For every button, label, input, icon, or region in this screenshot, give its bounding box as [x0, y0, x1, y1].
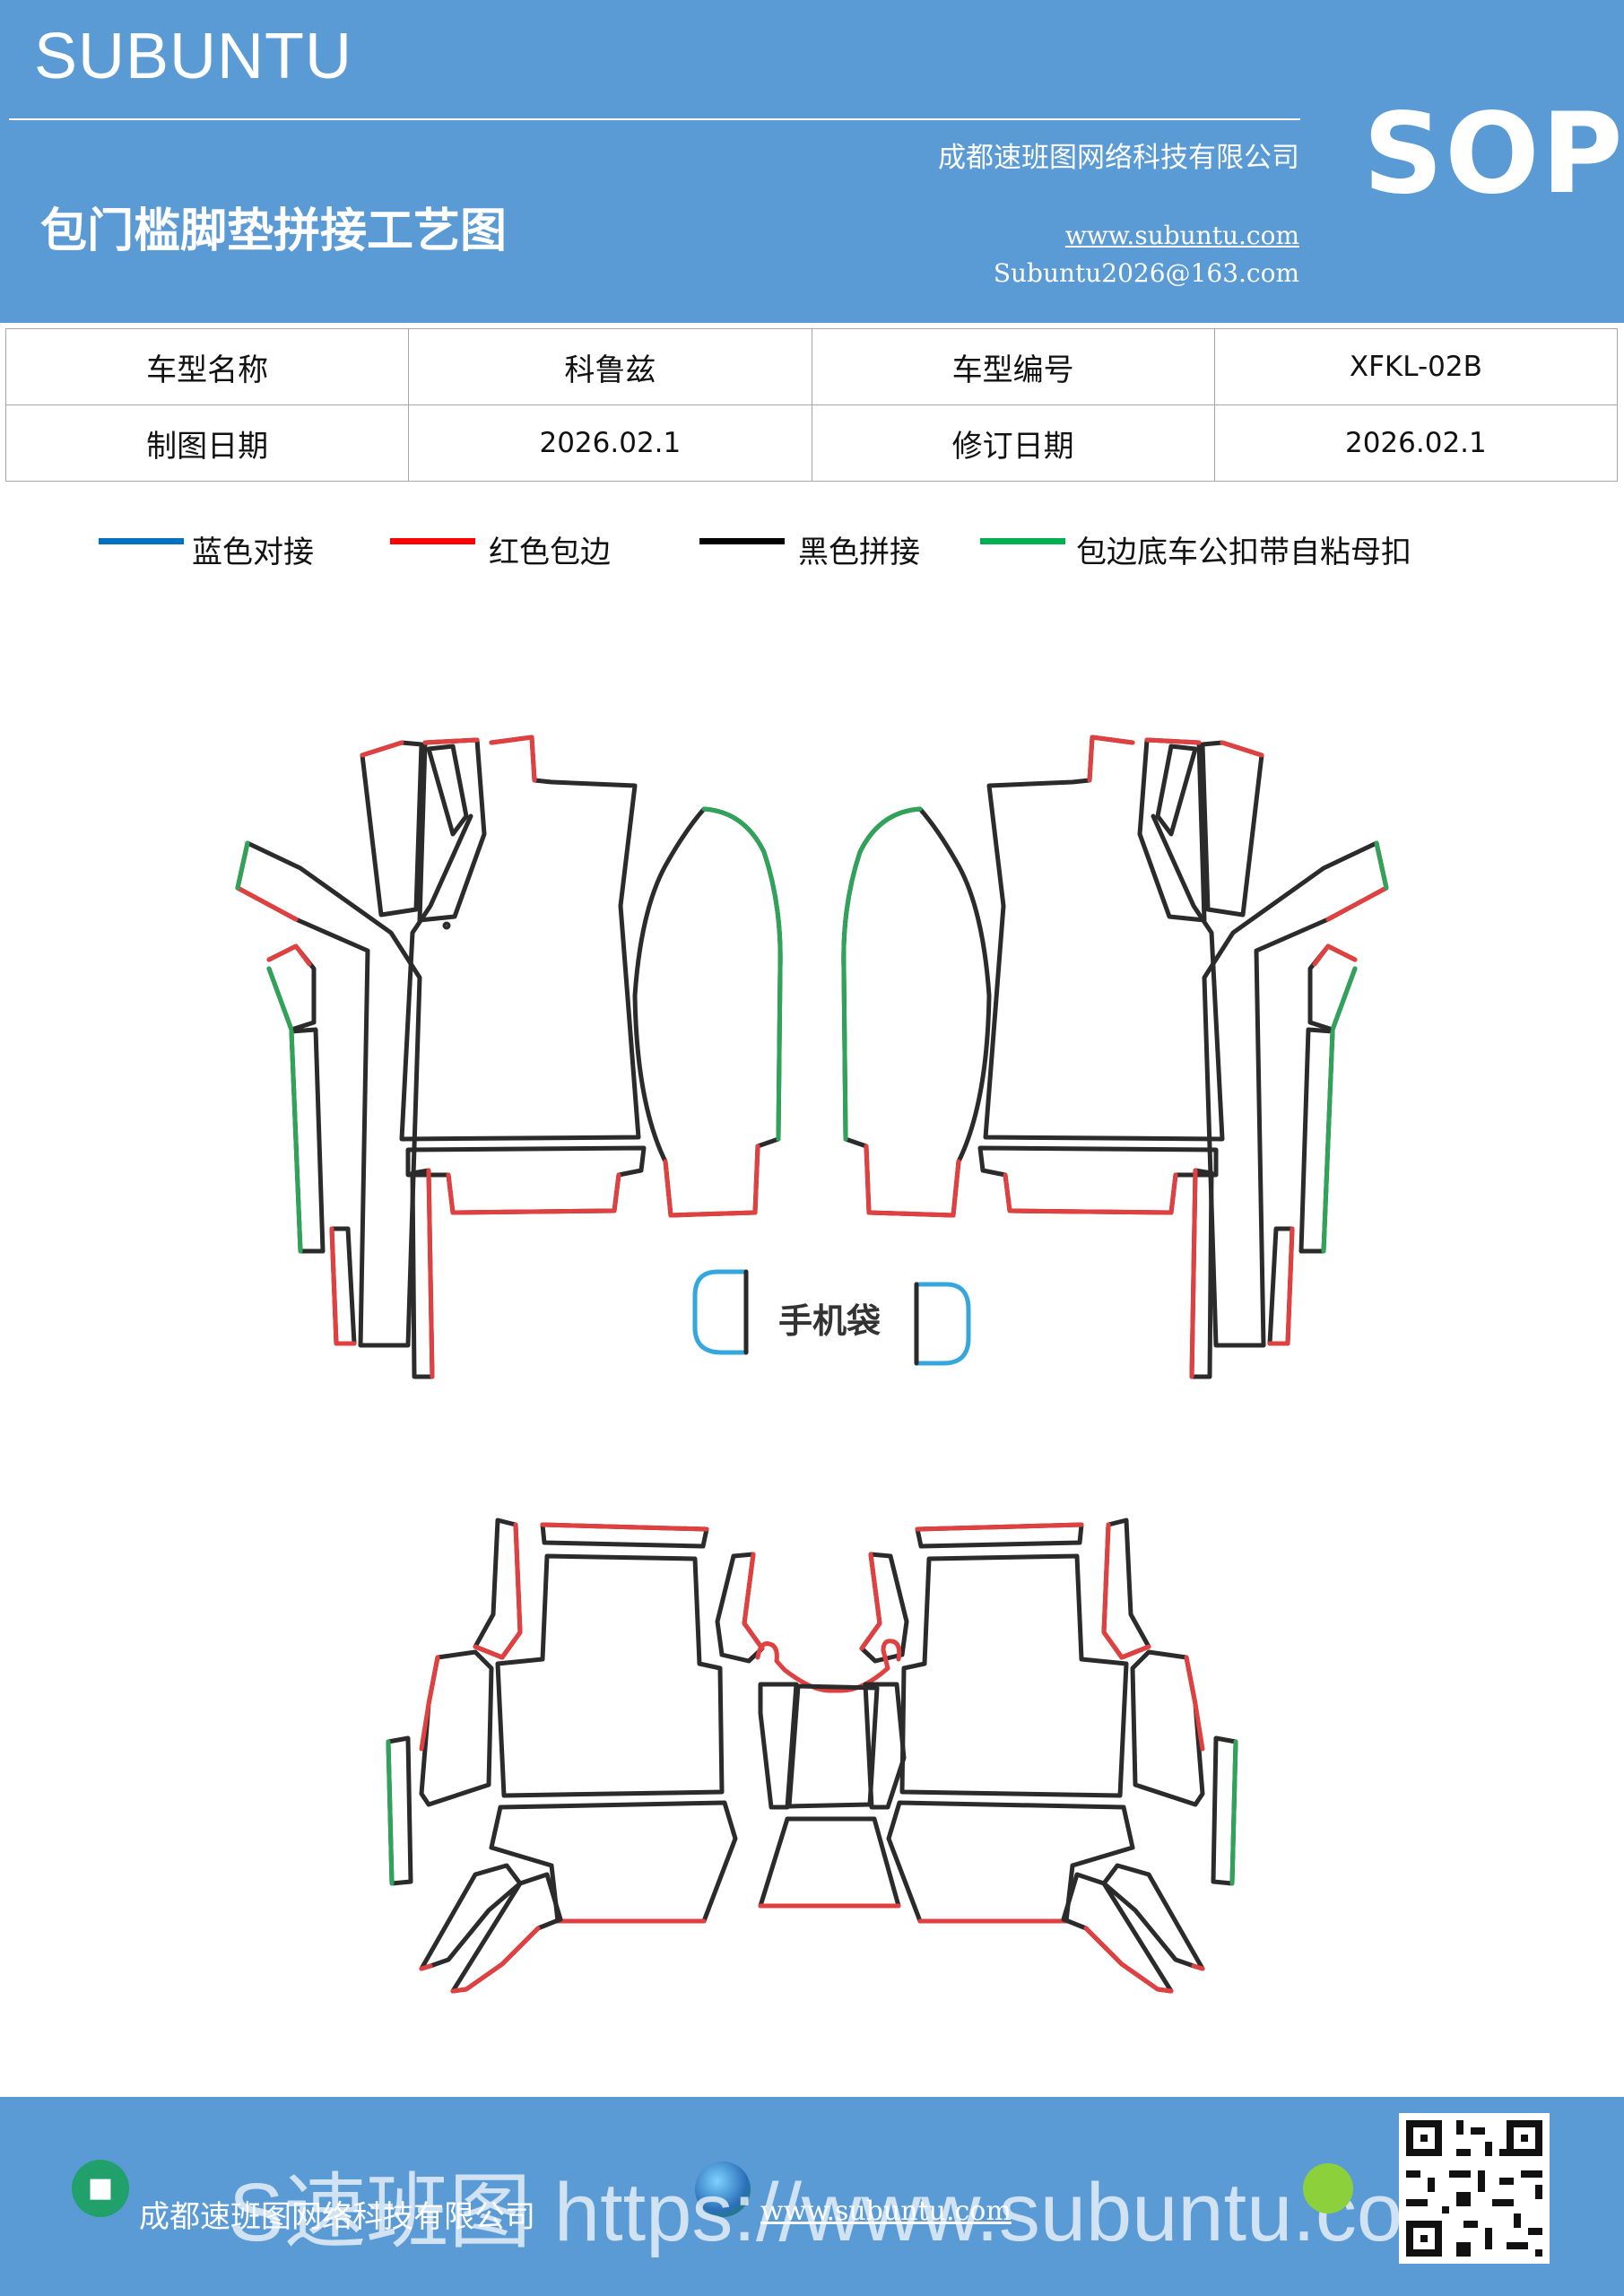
table-row: 制图日期 2026.02.1 修订日期 2026.02.1: [4, 404, 1619, 482]
legend-swatch-red: [390, 538, 475, 544]
footer-banner: [0, 2097, 1624, 2296]
header-email: Subuntu2026@163.com: [993, 258, 1299, 288]
footer-company-name: 成都速班图网络科技有限公司: [139, 2199, 535, 2235]
qr-code: [1399, 2113, 1550, 2264]
legend-label-blue: 蓝色对接: [192, 535, 314, 570]
legend-label-red: 红色包边: [489, 535, 611, 570]
model-name-label: 车型名称: [4, 328, 410, 405]
revision-date-label: 修订日期: [811, 404, 1215, 482]
revision-date-value: 2026.02.1: [1213, 404, 1619, 482]
draw-date-label: 制图日期: [4, 404, 410, 482]
color-legend: 蓝色对接 红色包边 黑色拼接 包边底车公扣带自粘母扣: [0, 527, 1624, 572]
qr-code-image: [1399, 2113, 1550, 2264]
header-banner: [0, 0, 1624, 323]
globe-icon: [695, 2161, 751, 2217]
footer-website-link[interactable]: www.subuntu.com: [760, 2196, 1012, 2227]
sop-badge: SOP: [1363, 90, 1624, 219]
phone-pocket-right: [914, 1282, 971, 1366]
rear-left-mat: [386, 1518, 765, 1994]
brand-logo-text: SUBUNTU: [34, 21, 353, 92]
legend-swatch-green: [980, 538, 1065, 544]
header-divider: [9, 118, 1300, 120]
legend-swatch-blue: [99, 538, 184, 544]
document-title: 包门槛脚垫拼接工艺图: [40, 204, 508, 258]
front-left-mat: [235, 735, 783, 1379]
legend-swatch-black: [699, 538, 785, 544]
watermark-text: S速班图 https://www.subuntu.com: [229, 2167, 1472, 2258]
table-row: 车型名称 科鲁兹 车型编号 XFKL-02B: [4, 328, 1619, 405]
model-code-label: 车型编号: [811, 328, 1215, 405]
legend-label-green: 包边底车公扣带自粘母扣: [1076, 535, 1411, 570]
phone-pocket-left: [692, 1269, 749, 1355]
model-name-value: 科鲁兹: [408, 328, 812, 405]
header-website-link[interactable]: www.subuntu.com: [1064, 221, 1299, 250]
front-right-mat: [841, 735, 1389, 1379]
wechat-icon: [1303, 2163, 1353, 2213]
model-code-value: XFKL-02B: [1213, 328, 1619, 405]
rear-right-mat: [859, 1518, 1238, 1994]
legend-label-black: 黑色拼接: [798, 535, 920, 570]
building-icon: ■: [72, 2160, 129, 2217]
header-company-name: 成都速班图网络科技有限公司: [938, 142, 1299, 174]
vehicle-info-table: 车型名称 科鲁兹 车型编号 XFKL-02B 制图日期 2026.02.1 修订…: [4, 328, 1619, 482]
draw-date-value: 2026.02.1: [408, 404, 812, 482]
rear-center-tunnel: [755, 1639, 907, 1909]
phone-pocket-label: 手机袋: [778, 1301, 881, 1341]
